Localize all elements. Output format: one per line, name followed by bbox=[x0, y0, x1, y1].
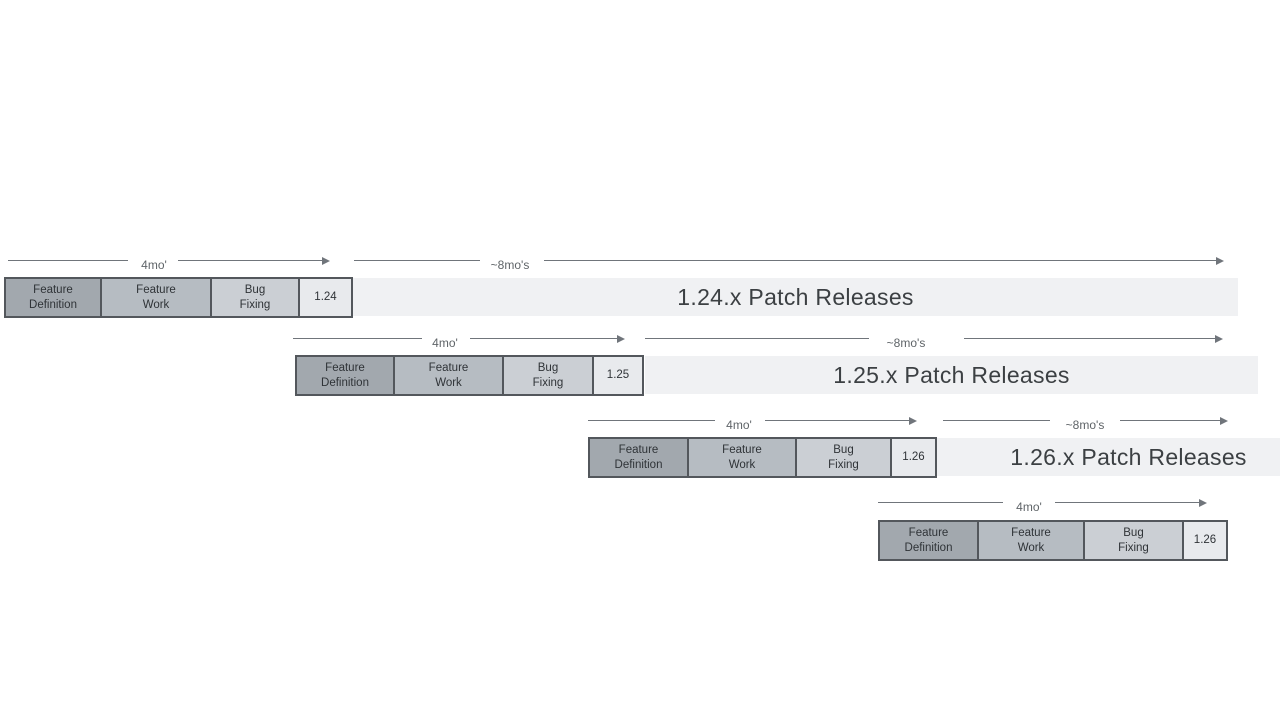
phase-box-feature-work: Feature Work bbox=[689, 439, 797, 476]
phase-box-feature-definition: Feature Definition bbox=[6, 279, 102, 316]
phase-box-bug-fixing: Bug Fixing bbox=[797, 439, 892, 476]
version-label: 1.26 bbox=[902, 451, 925, 464]
phase-box-bug-fixing: Bug Fixing bbox=[504, 357, 594, 394]
arrow-line-right bbox=[544, 260, 1216, 261]
phase-label: Bug Fixing bbox=[828, 443, 859, 471]
release-cycle-track: Feature Definition Feature Work Bug Fixi… bbox=[4, 277, 353, 318]
dev-duration-arrow: 4mo' bbox=[8, 253, 330, 272]
patch-release-bar: 1.25.x Patch Releases bbox=[645, 356, 1258, 394]
patch-release-bar: 1.26.x Patch Releases bbox=[937, 438, 1280, 476]
phase-box-feature-work: Feature Work bbox=[102, 279, 212, 316]
patch-duration-arrow: ~8mo's bbox=[943, 413, 1228, 432]
phase-label: Feature Definition bbox=[904, 526, 953, 554]
phase-label: Feature Definition bbox=[321, 361, 369, 389]
arrow-line-left bbox=[878, 502, 1003, 503]
phase-box-bug-fixing: Bug Fixing bbox=[212, 279, 300, 316]
version-label: 1.25 bbox=[606, 369, 630, 382]
arrowhead-icon bbox=[1220, 417, 1228, 425]
phase-label: Feature Work bbox=[136, 283, 176, 311]
arrowhead-icon bbox=[1215, 335, 1223, 343]
phase-box-feature-definition: Feature Definition bbox=[880, 522, 979, 559]
version-label: 1.24 bbox=[314, 291, 337, 304]
patch-release-label: 1.26.x Patch Releases bbox=[1010, 443, 1247, 470]
dev-duration-label: 4mo' bbox=[726, 418, 752, 432]
version-box: 1.26 bbox=[1184, 522, 1226, 559]
phase-box-feature-work: Feature Work bbox=[979, 522, 1085, 559]
phase-label: Feature Definition bbox=[614, 443, 663, 471]
phase-label: Feature Work bbox=[428, 361, 469, 389]
phase-label: Feature Definition bbox=[29, 283, 77, 311]
arrow-line-right bbox=[178, 260, 322, 261]
arrow-line-left bbox=[293, 338, 422, 339]
version-box: 1.24 bbox=[300, 279, 351, 316]
patch-release-label: 1.25.x Patch Releases bbox=[833, 361, 1070, 388]
arrowhead-icon bbox=[617, 335, 625, 343]
arrow-line-right bbox=[470, 338, 617, 339]
dev-duration-arrow: 4mo' bbox=[293, 331, 625, 350]
patch-duration-label: ~8mo's bbox=[490, 258, 530, 272]
arrow-line-left bbox=[645, 338, 869, 339]
arrowhead-icon bbox=[1199, 499, 1207, 507]
release-cycle-track: Feature Definition Feature Work Bug Fixi… bbox=[588, 437, 937, 478]
version-label: 1.26 bbox=[1193, 534, 1217, 547]
phase-box-feature-definition: Feature Definition bbox=[297, 357, 395, 394]
arrow-line-left bbox=[354, 260, 480, 261]
phase-label: Bug Fixing bbox=[239, 283, 271, 311]
arrow-line-left bbox=[943, 420, 1050, 421]
dev-duration-label: 4mo' bbox=[432, 336, 458, 350]
dev-duration-label: 4mo' bbox=[1016, 500, 1042, 514]
arrow-line-left bbox=[588, 420, 715, 421]
patch-release-bar: 1.24.x Patch Releases bbox=[353, 278, 1238, 316]
patch-duration-label: ~8mo's bbox=[1065, 418, 1105, 432]
phase-label: Feature Work bbox=[722, 443, 762, 471]
patch-duration-label: ~8mo's bbox=[886, 336, 926, 350]
patch-duration-arrow: ~8mo's bbox=[645, 331, 1223, 350]
arrow-line-right bbox=[1055, 502, 1199, 503]
arrow-line-left bbox=[8, 260, 128, 261]
arrow-line-right bbox=[1120, 420, 1220, 421]
arrowhead-icon bbox=[1216, 257, 1224, 265]
patch-release-label: 1.24.x Patch Releases bbox=[677, 283, 914, 310]
version-box: 1.26 bbox=[892, 439, 935, 476]
phase-box-feature-work: Feature Work bbox=[395, 357, 504, 394]
release-cycle-track: Feature Definition Feature Work Bug Fixi… bbox=[878, 520, 1228, 561]
phase-label: Feature Work bbox=[1011, 526, 1051, 554]
phase-label: Bug Fixing bbox=[1118, 526, 1149, 554]
arrow-line-right bbox=[765, 420, 909, 421]
version-box: 1.25 bbox=[594, 357, 642, 394]
release-cycle-track: Feature Definition Feature Work Bug Fixi… bbox=[295, 355, 644, 396]
arrowhead-icon bbox=[909, 417, 917, 425]
arrow-line-right bbox=[964, 338, 1215, 339]
phase-box-feature-definition: Feature Definition bbox=[590, 439, 689, 476]
phase-label: Bug Fixing bbox=[532, 361, 564, 389]
patch-duration-arrow: ~8mo's bbox=[354, 253, 1224, 272]
dev-duration-label: 4mo' bbox=[141, 258, 167, 272]
arrowhead-icon bbox=[322, 257, 330, 265]
dev-duration-arrow: 4mo' bbox=[588, 413, 917, 432]
dev-duration-arrow: 4mo' bbox=[878, 495, 1207, 514]
phase-box-bug-fixing: Bug Fixing bbox=[1085, 522, 1184, 559]
